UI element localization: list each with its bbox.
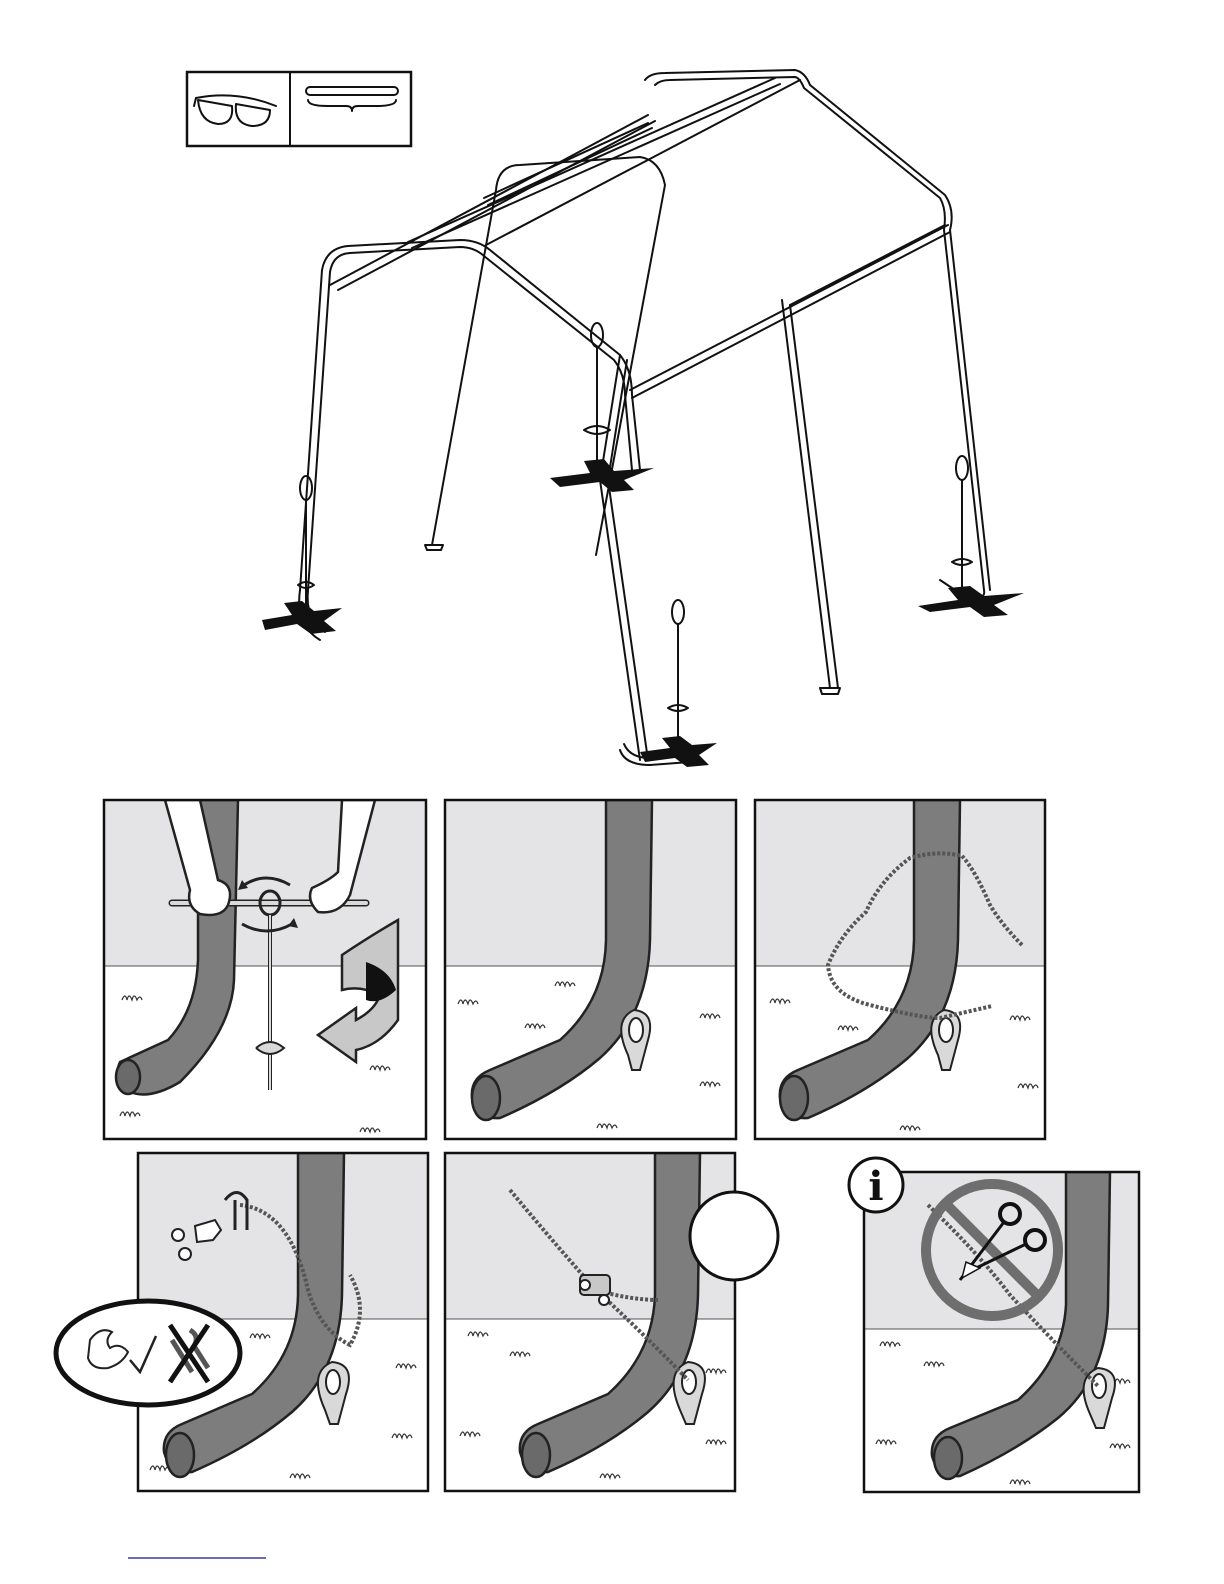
ground-anchor [668, 600, 688, 742]
step-panel-1 [104, 800, 426, 1139]
tool-box [187, 72, 411, 146]
safety-glasses-icon [194, 95, 276, 126]
ground-x-mark [262, 601, 342, 634]
info-icon: i [849, 1158, 903, 1212]
hand-tighten-callout [56, 1301, 240, 1405]
step-callout-circle [690, 1192, 778, 1280]
pipe-part-icon [306, 87, 398, 111]
step-panel-5 [445, 1153, 735, 1491]
info-icon-label: i [868, 1163, 883, 1210]
overview-anchors [298, 323, 972, 742]
ground-x-mark [918, 586, 1024, 617]
shelter-frame [299, 70, 990, 765]
step-panel-6 [864, 1172, 1139, 1492]
ground-anchor [952, 456, 972, 590]
step-panel-2 [445, 800, 736, 1139]
step-panel-3 [755, 800, 1045, 1139]
